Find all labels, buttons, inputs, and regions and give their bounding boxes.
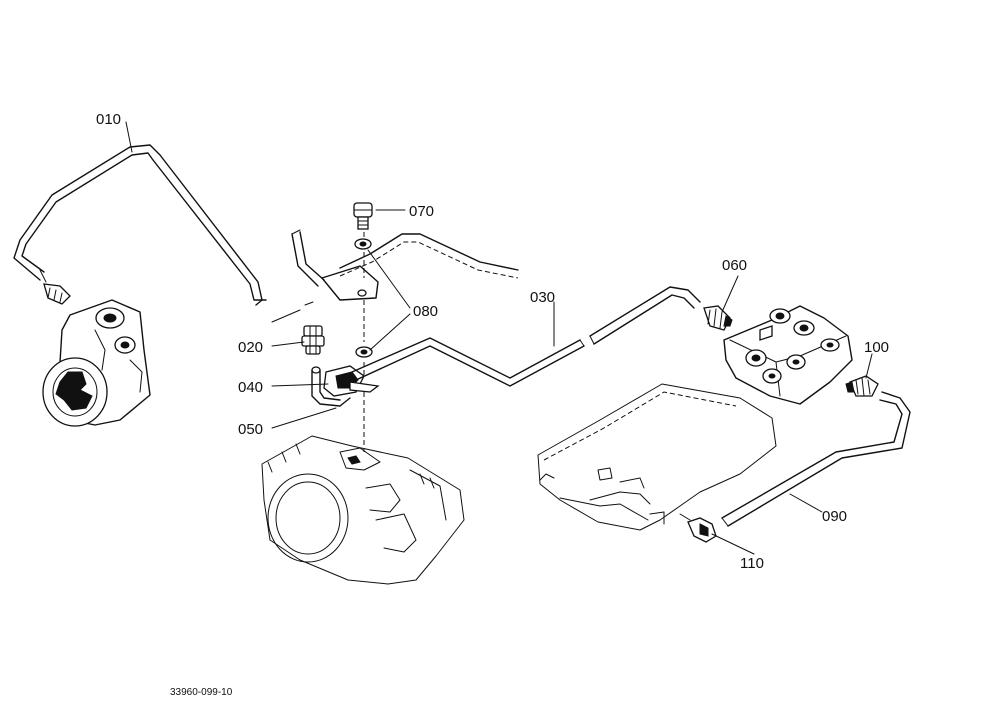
callout-090: 090 [822,508,847,525]
callout-050: 050 [238,421,263,438]
part-070-bolt [353,202,373,230]
transmission-housing [261,435,465,585]
callout-080: 080 [413,303,438,320]
callout-020: 020 [238,339,263,356]
pipe-010 [13,144,267,306]
part-060-fitting [703,305,733,331]
part-020-fitting [301,325,325,355]
control-valve [723,305,853,405]
callout-030: 030 [530,289,555,306]
transmission-cover [537,383,777,531]
bracket [291,229,519,301]
part-110-elbow [679,513,717,543]
leader-lines [125,121,873,555]
callout-060: 060 [722,257,747,274]
callout-100: 100 [864,339,889,356]
pipe-090 [721,391,911,527]
callout-010: 010 [96,111,121,128]
part-100-fitting [845,375,879,397]
pipe-030 [351,286,701,387]
callout-110: 110 [740,555,764,572]
callout-070: 070 [409,203,434,220]
drawing-number: 33960-099-10 [170,687,233,698]
hydraulic-pump [42,283,151,427]
part-080-washers [354,238,373,358]
part-040-050-banjo [311,365,380,407]
callout-040: 040 [238,379,263,396]
